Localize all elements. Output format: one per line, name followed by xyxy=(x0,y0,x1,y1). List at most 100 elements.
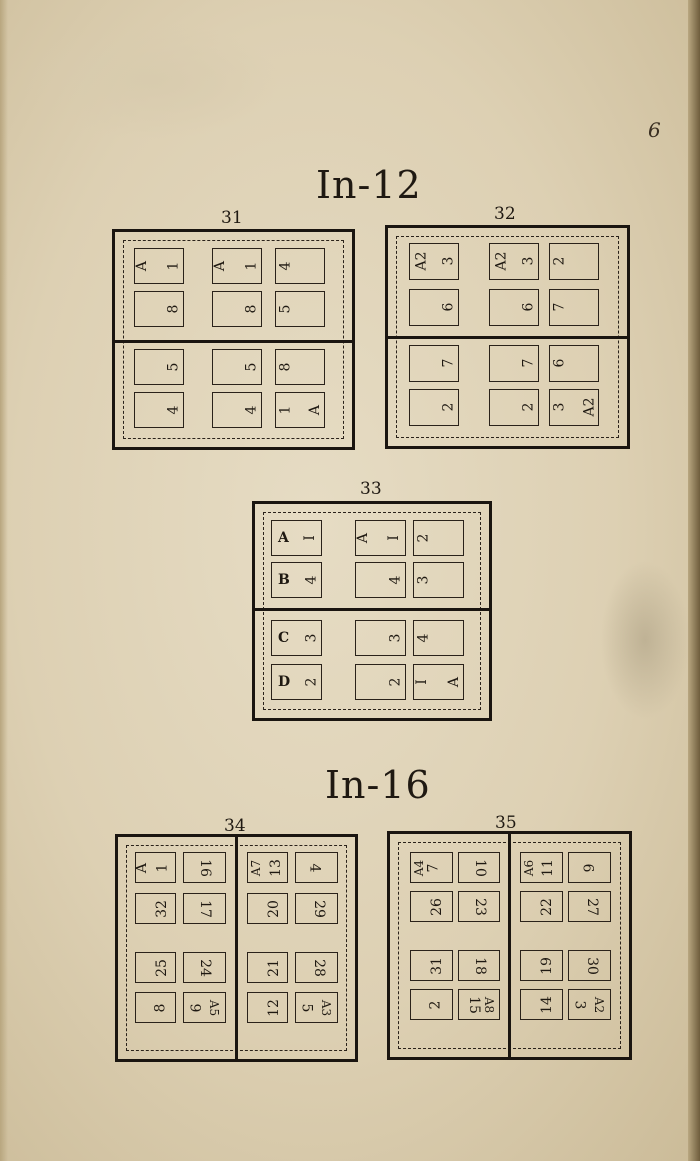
page-number: 4 xyxy=(387,575,404,585)
page-number: 5 xyxy=(277,304,294,314)
figure-number: 34 xyxy=(224,816,246,836)
page-signature: A xyxy=(134,260,151,272)
page-cell: A2 3 xyxy=(409,243,459,280)
page-cell: 19 xyxy=(520,950,563,981)
page-number: 1 xyxy=(277,405,294,415)
page-cell: 8 xyxy=(212,291,262,327)
figure-number: 31 xyxy=(221,208,243,228)
page-cell: A 1 xyxy=(134,852,176,883)
page-signature: A2 xyxy=(592,996,607,1014)
page-signature: A xyxy=(212,260,229,272)
page-number: 2 xyxy=(427,1000,444,1010)
page-cell: C 3 xyxy=(271,620,322,656)
page-signature: C xyxy=(278,630,290,646)
page-cell: I A xyxy=(413,664,464,700)
page-signature: A8 xyxy=(482,996,497,1014)
page-cell: A 1 xyxy=(212,248,262,284)
page-number: 12 xyxy=(265,999,282,1017)
page-number: I xyxy=(301,535,318,541)
imposition-sheet: A 1 A 1 4 8 8 5 5 5 8 4 4 xyxy=(112,229,355,450)
page-signature: A xyxy=(446,676,463,688)
page-number: 23 xyxy=(471,898,488,916)
page-number: 4 xyxy=(165,405,182,415)
page-number: 26 xyxy=(428,898,445,916)
page-number: 31 xyxy=(428,957,445,975)
page-number: 17 xyxy=(196,900,213,918)
page-cell: 2 xyxy=(413,520,464,556)
page-cell: 6 xyxy=(409,289,459,326)
page-cell: A I xyxy=(355,520,406,556)
page-number: 8 xyxy=(243,304,260,314)
page-cell: 14 xyxy=(520,989,563,1020)
page-cell: A6 11 xyxy=(520,852,563,883)
page-cell: 20 xyxy=(247,893,288,924)
page-cell: A7 13 xyxy=(247,852,288,883)
page-cell: 2 xyxy=(355,664,406,700)
page-number: 15 xyxy=(465,996,482,1014)
page-number: 3 xyxy=(551,402,568,412)
page-number: 3 xyxy=(440,256,457,266)
page-number: 4 xyxy=(277,261,294,271)
page-cell: 2 xyxy=(409,389,459,426)
page-cell: D 2 xyxy=(271,664,322,700)
page-cell: 30 xyxy=(568,950,611,981)
page-cell: 4 xyxy=(212,392,262,428)
page-number: 14 xyxy=(538,996,555,1014)
page-signature: A4 xyxy=(412,859,427,877)
page-cell: A4 7 xyxy=(410,852,453,883)
page-number: 7 xyxy=(425,863,442,873)
page-number: 5 xyxy=(298,1003,315,1013)
page-cell: 4 xyxy=(134,392,184,428)
page-number: 4 xyxy=(303,575,320,585)
page-number: 1 xyxy=(165,261,182,271)
page-cell: 3 xyxy=(413,562,464,598)
page-number: 2 xyxy=(551,256,568,266)
fold-line xyxy=(508,834,511,1057)
page-signature: A5 xyxy=(207,999,222,1017)
paper-stain xyxy=(600,560,690,720)
page-number: I xyxy=(385,535,402,541)
page-cell: 16 xyxy=(183,852,226,883)
page-number: 2 xyxy=(440,402,457,412)
page-cell: 6 xyxy=(568,852,611,883)
page-number: 7 xyxy=(520,358,537,368)
page-cell: 12 xyxy=(247,992,288,1023)
page-number: 4 xyxy=(415,633,432,643)
page-number: 10 xyxy=(471,859,488,877)
page-cell: 4 xyxy=(355,562,406,598)
page-cell: 1 A xyxy=(275,392,325,428)
page-cell: 23 xyxy=(458,891,500,922)
page-cell: 31 xyxy=(410,950,453,981)
fold-line xyxy=(235,837,238,1059)
page-number: I xyxy=(413,679,430,685)
page-number: 8 xyxy=(277,362,294,372)
page-signature: A3 xyxy=(319,999,334,1017)
page-cell: 15 A8 xyxy=(458,989,500,1020)
folio-number: 6 xyxy=(648,118,661,142)
page-cell: 8 xyxy=(135,992,176,1023)
page-cell: 7 xyxy=(489,345,539,382)
page-signature: A6 xyxy=(522,859,537,877)
page-number: 3 xyxy=(303,633,320,643)
page-cell: 5 A3 xyxy=(295,992,338,1023)
imposition-sheet: A 1 16 A7 13 4 32 17 20 29 25 24 xyxy=(115,834,358,1062)
page-cell: 29 xyxy=(295,893,338,924)
page-number: 7 xyxy=(551,302,568,312)
page-number: 8 xyxy=(152,1003,169,1013)
page-cell: 32 xyxy=(135,893,176,924)
page-cell: 2 xyxy=(410,989,453,1020)
page-signature: A2 xyxy=(493,251,510,271)
page-cell: 17 xyxy=(183,893,226,924)
page-cell: 27 xyxy=(568,891,611,922)
page-number: 3 xyxy=(415,575,432,585)
page-number: 28 xyxy=(310,959,327,977)
page-number: 2 xyxy=(415,533,432,543)
page-signature: D xyxy=(278,674,291,690)
page-number: 30 xyxy=(583,957,600,975)
page-cell: 9 A5 xyxy=(183,992,226,1023)
page-number: 3 xyxy=(571,1000,588,1010)
page-number: 9 xyxy=(186,1003,203,1013)
page-number: 20 xyxy=(265,900,282,918)
page-cell: 7 xyxy=(409,345,459,382)
figure-number: 32 xyxy=(494,204,516,224)
